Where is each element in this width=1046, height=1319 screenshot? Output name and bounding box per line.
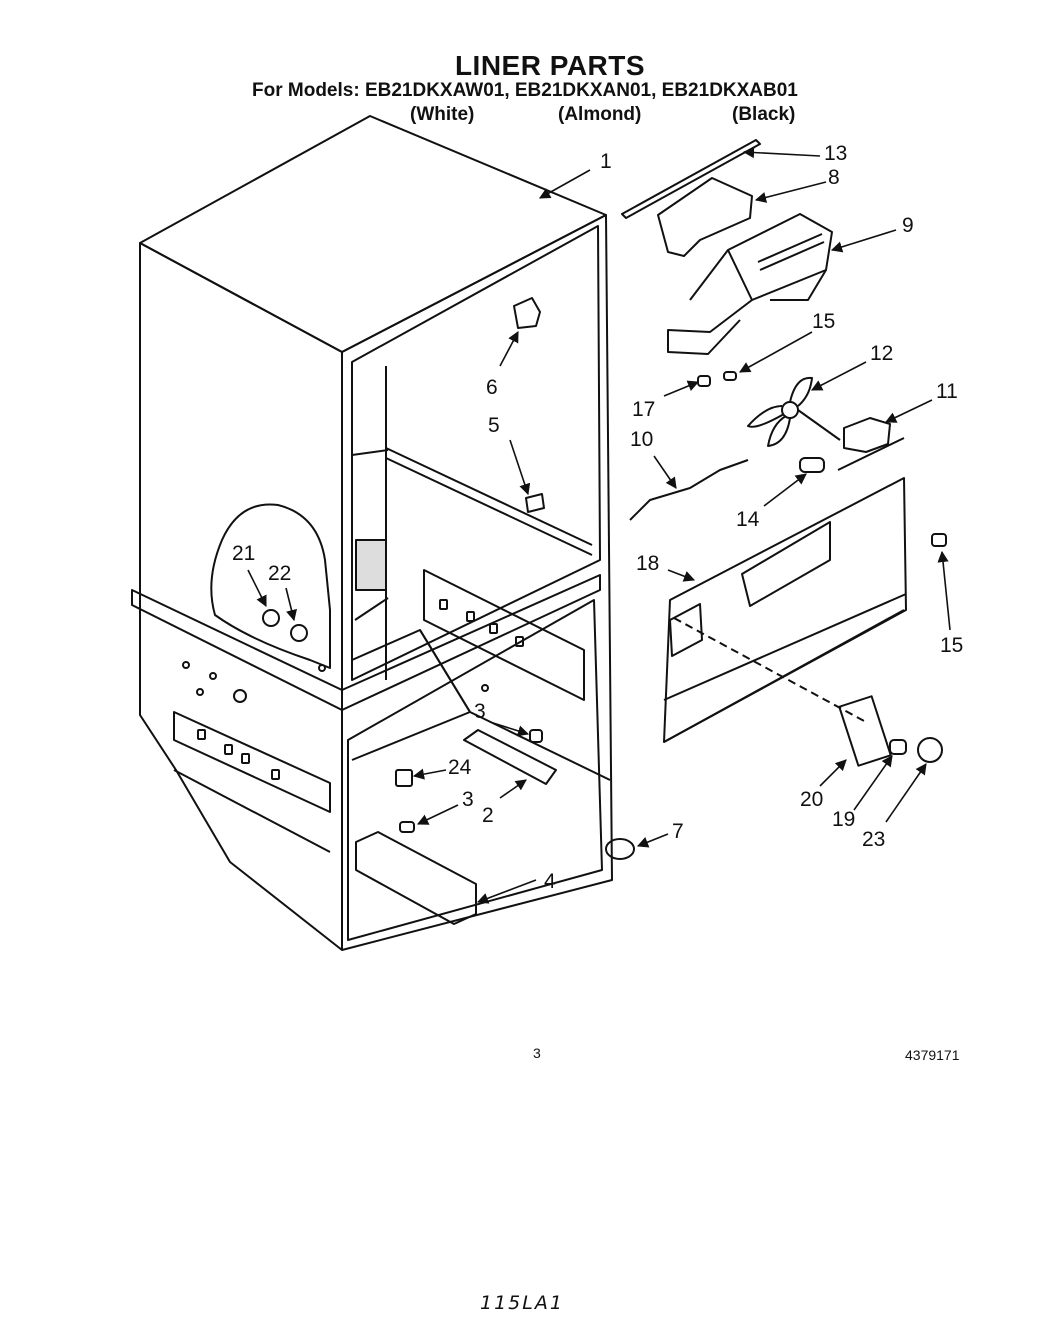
document-number: 4379171	[905, 1047, 960, 1063]
part-5-clip	[525, 493, 545, 513]
part-7-plug	[605, 838, 635, 860]
variant-white: (White)	[410, 104, 475, 125]
page-title: LINER PARTS	[454, 50, 646, 81]
callout-24: 24	[448, 756, 472, 779]
callout-1: 1	[600, 150, 612, 173]
callout-15-right: 15	[940, 634, 963, 657]
callout-9: 9	[902, 214, 914, 237]
variant-black: (Black)	[732, 104, 796, 125]
models-line: For Models: EB21DKXAW01, EB21DKXAN01, EB…	[252, 80, 798, 101]
part-3-screw-upper	[529, 729, 543, 743]
callout-20: 20	[800, 788, 823, 811]
callout-22: 22	[268, 562, 291, 585]
part-13-strip	[621, 139, 761, 219]
callout-3-lower: 3	[462, 788, 474, 811]
callout-23: 23	[862, 828, 885, 851]
part-2-rail	[463, 729, 557, 785]
leader-lines	[247, 146, 951, 904]
part-10-harness	[629, 459, 749, 521]
part-9-housing	[667, 213, 833, 355]
callout-14: 14	[736, 508, 760, 531]
cabinet-liner	[131, 115, 613, 951]
callout-4: 4	[544, 870, 556, 893]
handwritten-note: 115LA1	[480, 1292, 564, 1314]
part-20-plate	[838, 695, 892, 767]
part-8-cover	[657, 177, 753, 257]
part-4-grille	[355, 831, 477, 925]
variant-almond: (Almond)	[558, 104, 642, 125]
callout-18: 18	[636, 552, 659, 575]
callout-8: 8	[828, 166, 840, 189]
callout-17: 17	[632, 398, 655, 421]
callout-2: 2	[482, 804, 494, 827]
part-14-spacer	[799, 457, 825, 473]
part-15-screw-upper	[723, 371, 737, 381]
callout-7: 7	[672, 820, 684, 843]
part-15-screw-right	[931, 533, 947, 547]
callout-5: 5	[488, 414, 500, 437]
callout-13: 13	[824, 142, 847, 165]
callout-6: 6	[486, 376, 498, 399]
part-3-screw-lower	[399, 821, 415, 833]
part-12-fan	[747, 376, 841, 447]
part-24-clip	[395, 769, 413, 787]
part-23-cap	[917, 737, 943, 763]
page-number: 3	[533, 1045, 541, 1061]
callout-21: 21	[232, 542, 255, 565]
callout-15-upper: 15	[812, 310, 835, 333]
part-19-knob	[889, 739, 907, 755]
callout-12: 12	[870, 342, 893, 365]
part-17-screw	[697, 375, 711, 387]
callout-3-upper: 3	[474, 700, 486, 723]
part-18-panel	[663, 477, 907, 743]
callout-10: 10	[630, 428, 653, 451]
part-6-switch	[513, 297, 541, 329]
part-11-bracket	[843, 417, 891, 453]
callout-11: 11	[936, 380, 958, 403]
callout-19: 19	[832, 808, 855, 831]
